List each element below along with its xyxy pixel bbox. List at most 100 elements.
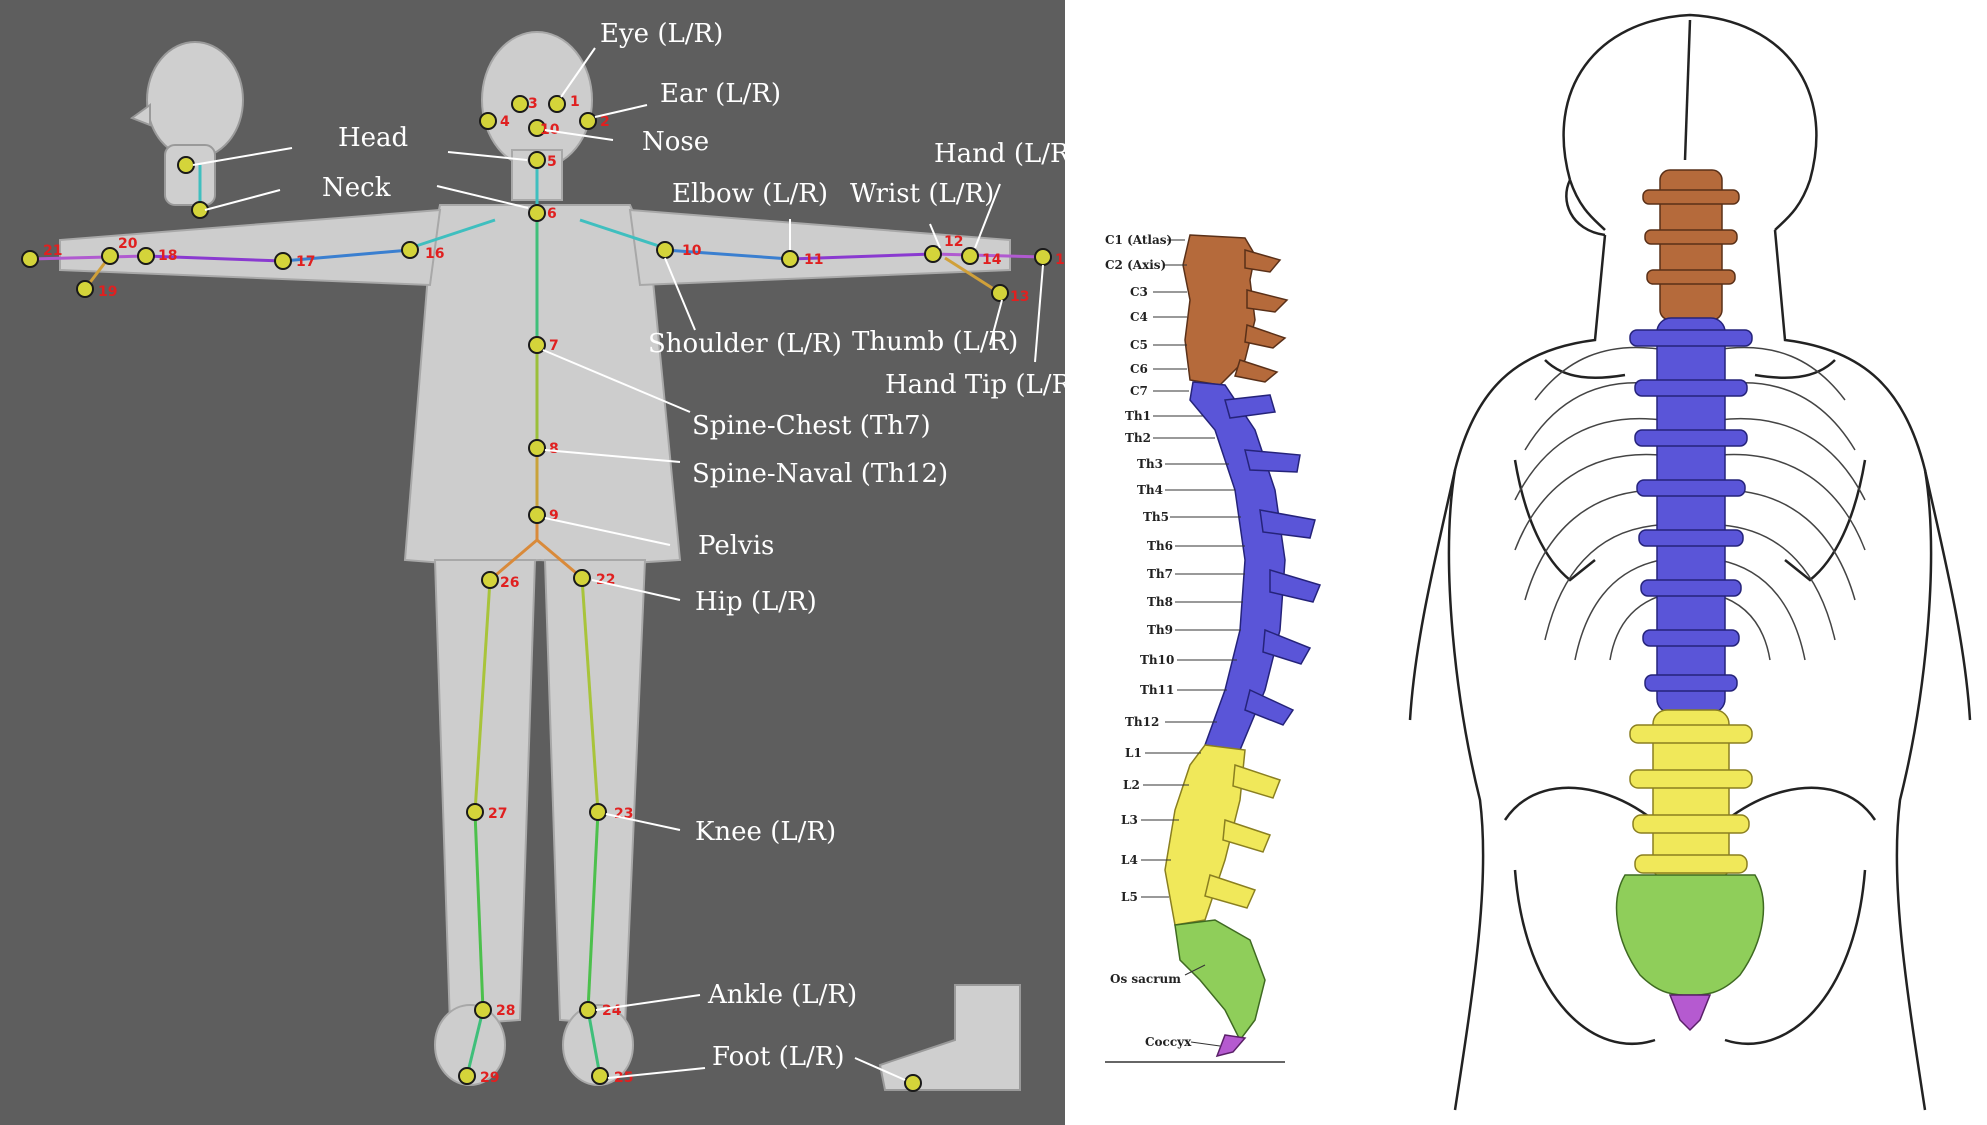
coccyx-segment	[1217, 1035, 1245, 1056]
label-hand-tip: Hand Tip (L/R)	[885, 370, 1065, 400]
foot-inset-figure	[880, 985, 1020, 1090]
joint-number: 17	[296, 254, 315, 270]
label-hand: Hand (L/R)	[934, 139, 1065, 169]
joint-head	[529, 152, 545, 168]
vertebra-label: Th2	[1125, 431, 1151, 445]
side-head-figure	[132, 42, 243, 205]
joint-ear-left	[580, 113, 596, 129]
vertebra-label: Th7	[1147, 567, 1173, 581]
joint-knee-left	[590, 804, 606, 820]
label-shoulder: Shoulder (L/R)	[648, 329, 842, 359]
vertebra-label: C5	[1130, 338, 1148, 352]
back-view-diagram	[1395, 0, 1987, 1125]
joint-number: 7	[549, 338, 559, 354]
joint-foot-right	[459, 1068, 475, 1084]
joint-neck	[529, 205, 545, 221]
joint-eye-right	[512, 96, 528, 112]
joint-number: 15	[1055, 252, 1065, 268]
joint-number: 13	[1010, 289, 1029, 305]
joint-number: 4	[500, 114, 510, 130]
joint-number: 8	[549, 441, 559, 457]
joint-number: 20	[118, 236, 138, 252]
joint-handtip-left	[1035, 249, 1051, 265]
label-nose: Nose	[642, 127, 709, 157]
joint-side-head	[178, 157, 194, 173]
joint-number: 28	[496, 1003, 515, 1019]
label-neck: Neck	[322, 173, 391, 203]
joint-spine-naval	[529, 440, 545, 456]
label-ear: Ear (L/R)	[660, 79, 781, 109]
joint-spine-chest	[529, 337, 545, 353]
vertebra-label: L3	[1121, 813, 1138, 827]
joint-number: 18	[158, 248, 177, 264]
vertebra-label: Th6	[1147, 539, 1173, 553]
label-elbow: Elbow (L/R)	[672, 179, 828, 209]
vertebra-label: Th11	[1140, 683, 1174, 697]
vertebra-label: Th4	[1137, 483, 1163, 497]
joint-number: 29	[480, 1070, 499, 1086]
joint-pelvis	[529, 507, 545, 523]
joint-number: 26	[500, 575, 519, 591]
vertebra-label: C4	[1130, 310, 1148, 324]
label-wrist: Wrist (L/R)	[850, 179, 994, 209]
joint-shoulder-left	[657, 242, 673, 258]
back-lumbar	[1630, 710, 1752, 880]
joint-number: 21	[43, 243, 62, 259]
joint-number: 3	[528, 96, 538, 112]
vertebra-label: C2 (Axis)	[1105, 258, 1166, 272]
label-spine-naval: Spine-Naval (Th12)	[692, 459, 948, 489]
joint-number: 16	[425, 246, 444, 262]
vertebra-label: L1	[1125, 746, 1142, 760]
label-ankle: Ankle (L/R)	[707, 980, 857, 1010]
label-spine-chest: Spine-Chest (Th7)	[692, 411, 931, 441]
vertebra-label: Th5	[1143, 510, 1169, 524]
sacrum-segment	[1175, 920, 1265, 1040]
joint-foot-inset	[905, 1075, 921, 1091]
joint-ankle-right	[475, 1002, 491, 1018]
vertebra-label: L4	[1121, 853, 1138, 867]
back-cervical	[1643, 170, 1739, 320]
vertebra-label: Th10	[1140, 653, 1174, 667]
vertebra-label: C6	[1130, 362, 1148, 376]
vertebra-label: Th3	[1137, 457, 1163, 471]
label-eye: Eye (L/R)	[600, 19, 723, 49]
joint-eye-left	[549, 96, 565, 112]
joint-thumb-right	[77, 281, 93, 297]
lumbar-segment	[1165, 745, 1280, 925]
joint-hand-right	[102, 248, 118, 264]
joint-number: 24	[602, 1003, 622, 1019]
vertebra-label: Th12	[1125, 715, 1159, 729]
joint-number: 27	[488, 806, 507, 822]
vertebra-label: Th1	[1125, 409, 1151, 423]
joint-elbow-left	[782, 251, 798, 267]
joint-number: 14	[982, 252, 1002, 268]
joint-number: 10	[682, 243, 702, 259]
joint-wrist-left	[925, 246, 941, 262]
vertebra-label: Th8	[1147, 595, 1173, 609]
spine-lateral-diagram: C1 (Atlas) C2 (Axis) C3 C4 C5 C6 C7 Th1 …	[1105, 220, 1365, 1080]
joint-knee-right	[467, 804, 483, 820]
joint-number: 11	[804, 252, 823, 268]
label-knee: Knee (L/R)	[695, 817, 836, 847]
joint-elbow-right	[275, 253, 291, 269]
joint-number: 19	[98, 284, 117, 300]
label-pelvis: Pelvis	[698, 531, 774, 561]
joint-foot-left	[592, 1068, 608, 1084]
label-foot: Foot (L/R)	[712, 1042, 845, 1072]
joint-hip-right	[482, 572, 498, 588]
label-head: Head	[338, 123, 408, 153]
joint-thumb-left	[992, 285, 1008, 301]
joint-number: 1	[570, 94, 580, 110]
joint-shoulder-right	[402, 242, 418, 258]
vertebra-label: C1 (Atlas)	[1105, 233, 1172, 247]
vertebra-label: L2	[1123, 778, 1140, 792]
joint-number: 5	[547, 154, 557, 170]
vertebra-label: C7	[1130, 384, 1148, 398]
joint-ankle-left	[580, 1002, 596, 1018]
joint-handtip-right	[22, 251, 38, 267]
label-hip: Hip (L/R)	[695, 587, 817, 617]
vertebra-label: Th9	[1147, 623, 1173, 637]
cervical-segment	[1183, 235, 1287, 385]
label-thumb: Thumb (L/R)	[852, 327, 1018, 357]
vertebra-label: Os sacrum	[1110, 972, 1181, 986]
